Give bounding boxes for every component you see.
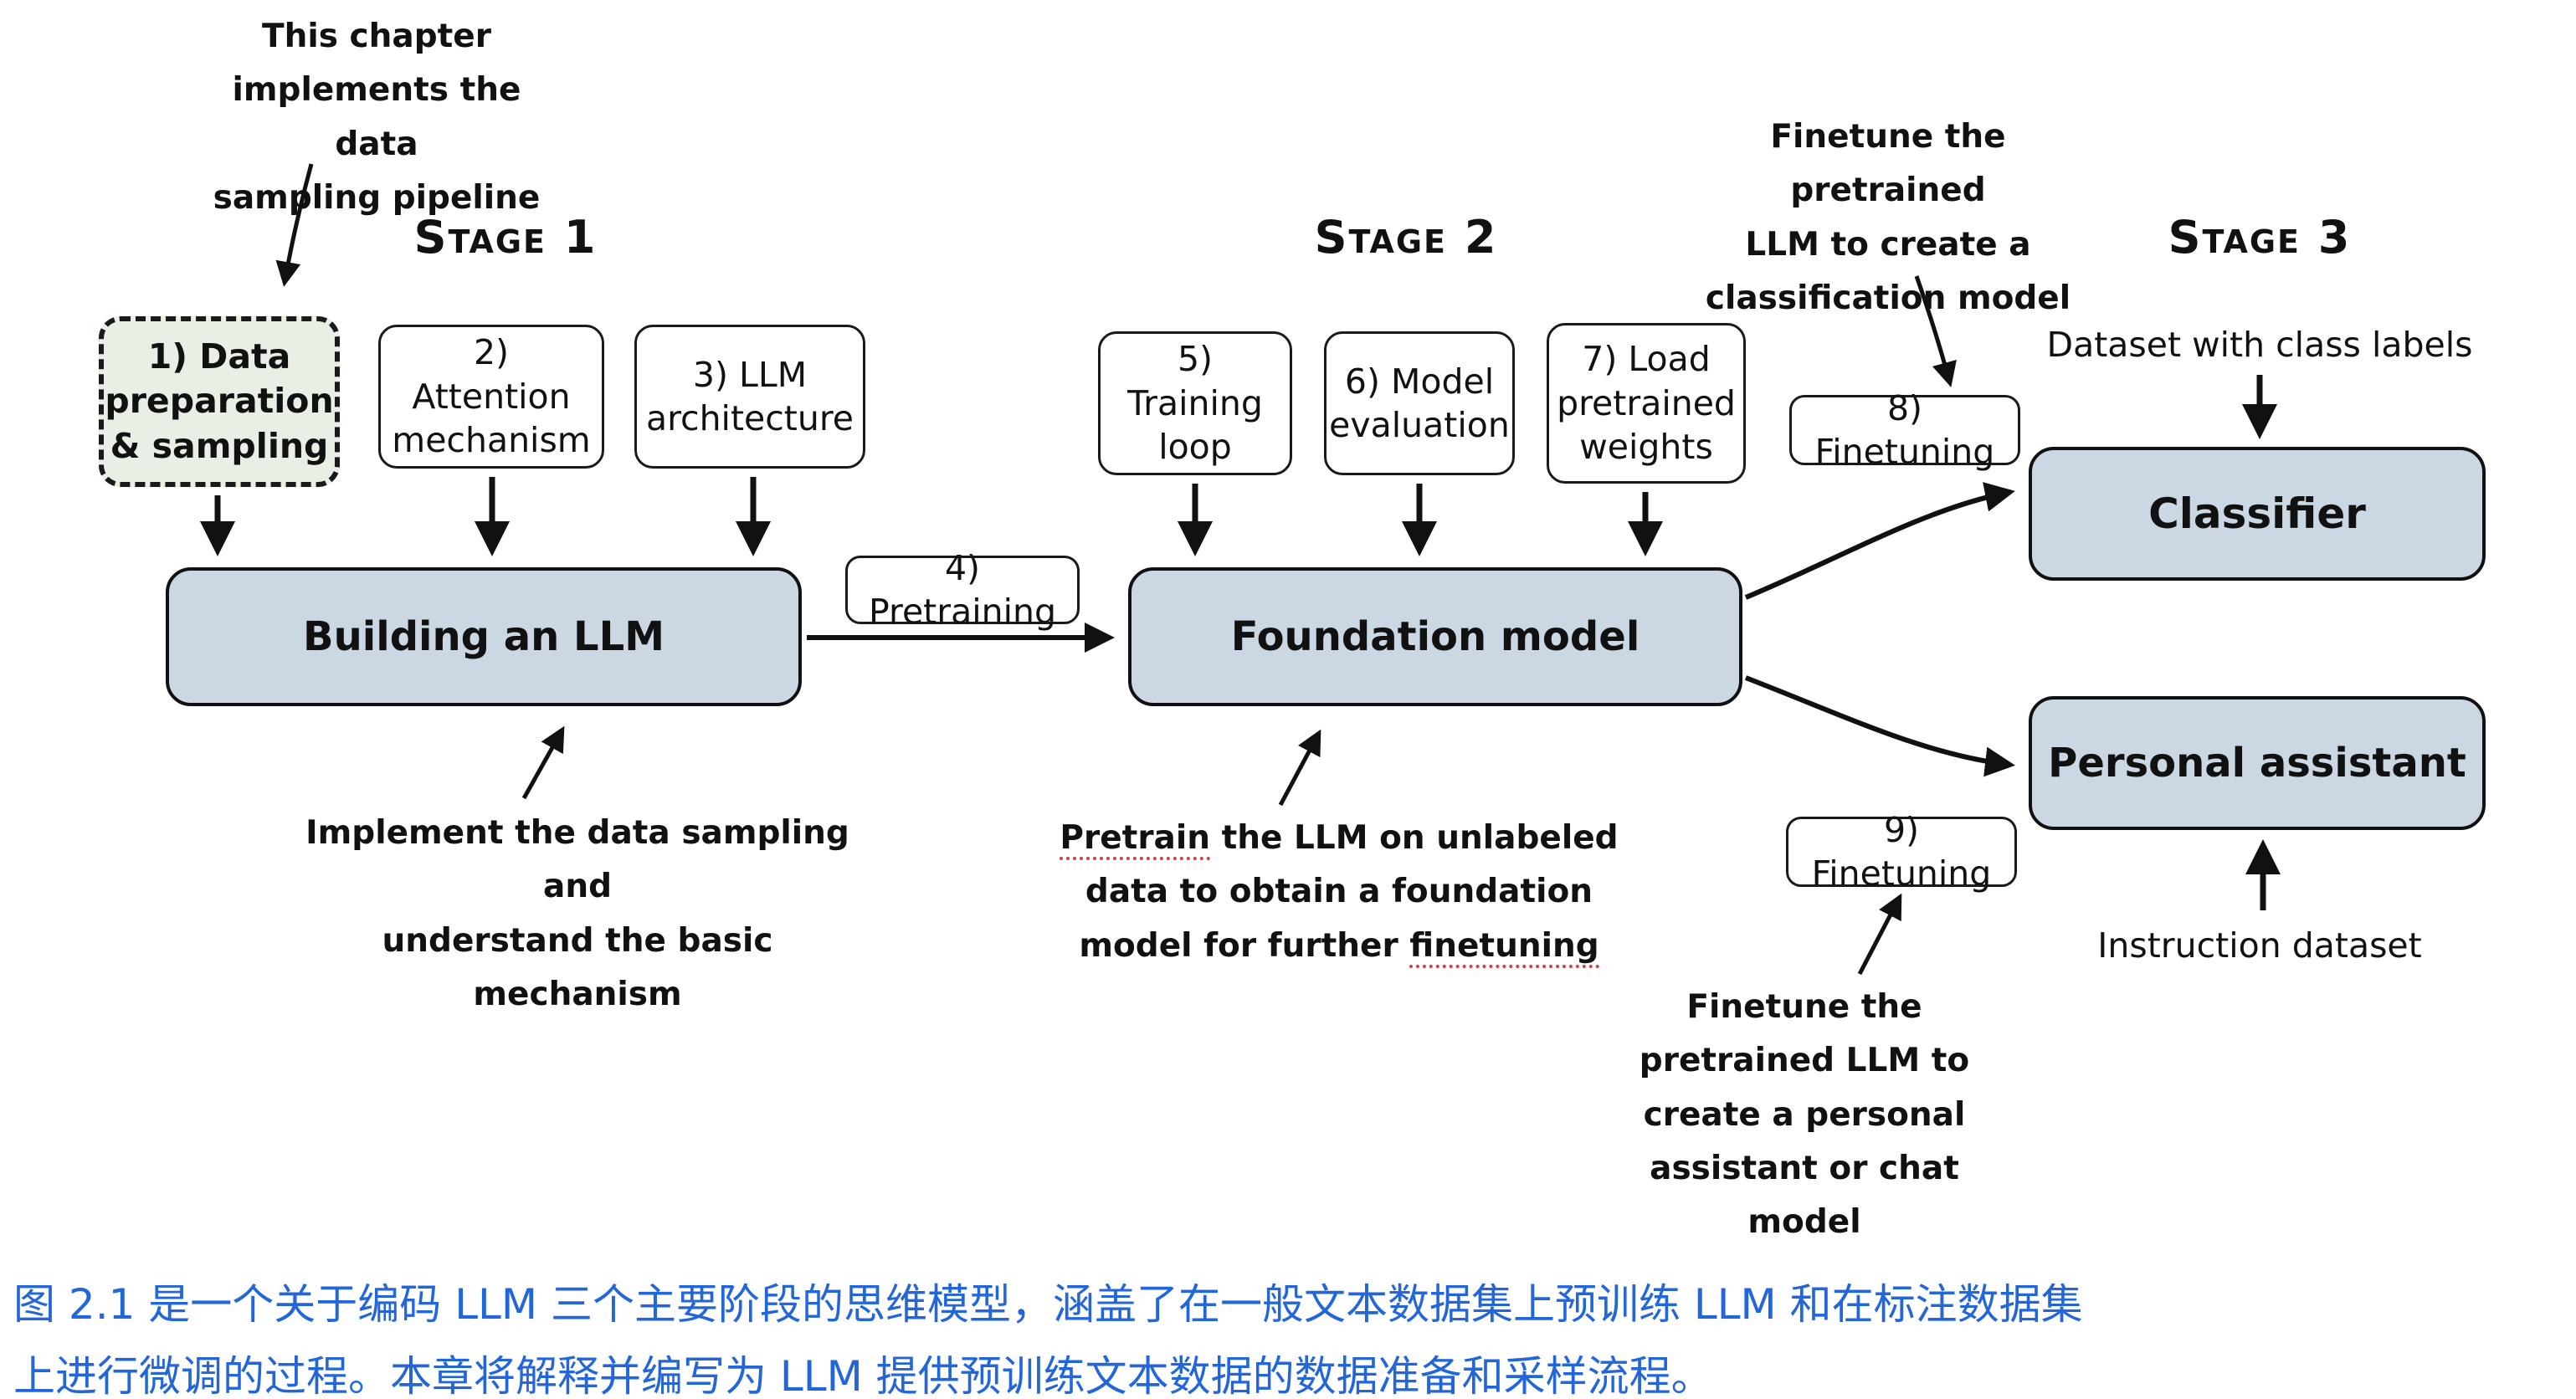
box-llm-architecture: 3) LLM architecture — [634, 325, 865, 469]
finetune-pa-line: assistant or chat model — [1650, 1150, 1959, 1242]
chapter-annotation-line: sampling pipeline — [213, 179, 541, 218]
pretrain-line-pre: model for further — [1079, 926, 1410, 965]
box-classifier: Classifier — [2029, 447, 2486, 581]
finetune-classification-line: LLM to create a — [1745, 225, 2031, 264]
stage-3-heading: Stage 3 — [2168, 211, 2352, 264]
arrow-pretrain-note-to-foundation — [1278, 729, 1321, 807]
implement-annotation-line: Implement the data sampling and — [305, 814, 849, 906]
box-load-pretrained-weights: 7) Load pretrained weights — [1547, 323, 1746, 484]
implement-annotation-line: understand the basic mechanism — [382, 921, 773, 1014]
finetune-pa-line: Finetune the — [1686, 988, 1922, 1026]
finetune-pa-line: pretrained LLM to — [1639, 1042, 1970, 1080]
stage-2-heading: Stage 2 — [1314, 211, 1498, 264]
box-building-an-llm: Building an LLM — [166, 567, 802, 706]
box-training-loop: 5) Training loop — [1098, 331, 1292, 475]
arrow-chapter-note-to-data-prep — [275, 163, 314, 287]
arrow-foundation-to-classifier — [1744, 482, 2015, 600]
box-attention-mechanism: 2) Attention mechanism — [378, 325, 604, 469]
arrow-implement-note-to-building — [521, 725, 565, 800]
box-pretraining: 4) Pretraining — [845, 548, 1080, 632]
box-finetuning-9: 9) Finetuning — [1786, 810, 2017, 894]
figure-caption: 图 2.1 是一个关于编码 LLM 三个主要阶段的思维模型，涵盖了在一般文本数据… — [13, 1268, 2566, 1399]
chapter-annotation-line: implements the data — [232, 71, 521, 163]
box-finetuning-8: 8) Finetuning — [1789, 388, 2020, 472]
chapter-annotation: This chapter implements the data samplin… — [209, 10, 544, 225]
box-model-evaluation: 6) Model evaluation — [1324, 331, 1515, 475]
finetune-personal-assistant-annotation: Finetune the pretrained LLM to create a … — [1595, 981, 2014, 1250]
finetuning-word: finetuning — [1409, 926, 1599, 968]
stage-1-heading: Stage 1 — [413, 211, 598, 264]
instruction-dataset-label: Instruction dataset — [2097, 925, 2422, 966]
pretrain-word: Pretrain — [1060, 819, 1211, 860]
finetune-classification-line: classification model — [1705, 279, 2071, 318]
box-data-preparation: 1) Data preparation & sampling — [99, 316, 340, 487]
finetune-classification-annotation: Finetune the pretrained LLM to create a … — [1679, 110, 2097, 325]
pretrain-annotation-line: Pretrain the LLM on unlabeled — [1046, 812, 1632, 865]
pretrain-line-rest: the LLM on unlabeled — [1210, 819, 1619, 857]
arrow-pa-note-to-finetuning9 — [1857, 893, 1902, 976]
pretrain-annotation-line: data to obtain a foundation — [1085, 873, 1593, 911]
finetune-classification-line: Finetune the pretrained — [1770, 118, 2006, 210]
box-personal-assistant: Personal assistant — [2029, 696, 2486, 830]
box-foundation-model: Foundation model — [1128, 567, 1742, 706]
pretrain-annotation-line: model for further finetuning — [1046, 920, 1632, 973]
arrow-foundation-to-personal-assistant — [1744, 675, 2015, 777]
figure-caption-line: 图 2.1 是一个关于编码 LLM 三个主要阶段的思维模型，涵盖了在一般文本数据… — [13, 1280, 2083, 1329]
dataset-with-class-labels-label: Dataset with class labels — [2046, 325, 2473, 365]
arrow-cls-note-to-finetuning8 — [1914, 275, 1957, 387]
figure-caption-line: 上进行微调的过程。本章将解释并编写为 LLM 提供预训练文本数据的数据准备和采样… — [13, 1352, 1713, 1399]
pretrain-annotation: Pretrain the LLM on unlabeled data to ob… — [1046, 812, 1632, 973]
finetune-pa-line: create a personal — [1643, 1095, 1966, 1134]
chapter-annotation-line: This chapter — [262, 18, 491, 55]
implement-annotation: Implement the data sampling and understa… — [285, 807, 870, 1022]
